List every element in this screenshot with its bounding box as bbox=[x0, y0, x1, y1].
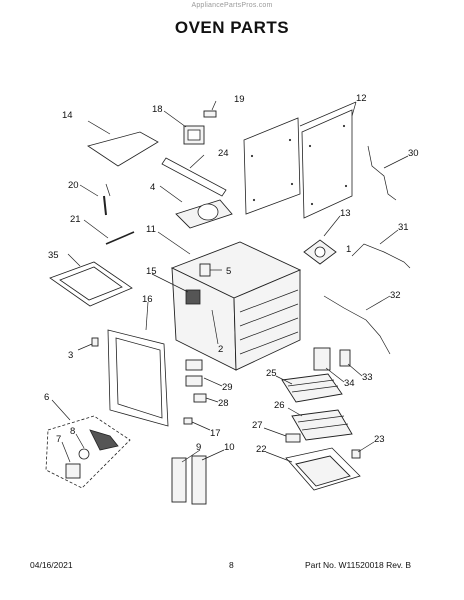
callout-33: 33 bbox=[362, 372, 373, 383]
part-13-mount bbox=[303, 215, 341, 265]
callout-3: 3 bbox=[68, 350, 73, 361]
part-34-block bbox=[313, 347, 345, 383]
callout-5: 5 bbox=[226, 266, 231, 277]
callout-30: 30 bbox=[408, 148, 419, 159]
part-19-screw bbox=[203, 100, 217, 118]
part-15-fitting bbox=[151, 273, 201, 305]
part-12-panel-back bbox=[243, 117, 301, 215]
callout-16: 16 bbox=[142, 294, 153, 305]
callout-27: 27 bbox=[252, 420, 263, 431]
callout-35: 35 bbox=[48, 250, 59, 261]
callout-29: 29 bbox=[222, 382, 233, 393]
page-title: OVEN PARTS bbox=[174, 18, 290, 37]
callout-13: 13 bbox=[340, 208, 351, 219]
callout-11: 11 bbox=[146, 224, 156, 235]
part-2-fitting bbox=[211, 309, 219, 345]
part-5-fitting bbox=[199, 263, 222, 277]
callout-20: 20 bbox=[68, 180, 79, 191]
part-9-hinge bbox=[171, 449, 201, 503]
callout-31: 31 bbox=[398, 222, 409, 233]
part-18-block bbox=[163, 110, 205, 145]
part-11-oven-cavity bbox=[157, 231, 302, 371]
part-35-tray bbox=[49, 253, 133, 307]
part-8-latch bbox=[75, 429, 119, 460]
part-28-block bbox=[193, 393, 219, 403]
callout-15: 15 bbox=[146, 266, 157, 277]
footer-page-number: 8 bbox=[229, 560, 234, 570]
callout-21: 21 bbox=[70, 214, 81, 225]
part-30-harness bbox=[367, 145, 409, 201]
part-12-panel-front bbox=[299, 101, 357, 219]
part-26-burner bbox=[287, 407, 353, 441]
part-22-drip-pan bbox=[265, 447, 361, 491]
callout-6: 6 bbox=[44, 392, 49, 403]
part-16-door-frame bbox=[107, 301, 169, 427]
part-7-switch bbox=[61, 441, 81, 479]
callout-18: 18 bbox=[152, 104, 163, 115]
part-21-rod bbox=[83, 219, 135, 245]
part-17-screw bbox=[183, 417, 211, 431]
part-4-motor bbox=[159, 185, 233, 229]
part-25-burner bbox=[275, 373, 343, 403]
part-23-screw bbox=[351, 441, 375, 459]
footer-part-number: Part No. W11520018 Rev. B bbox=[305, 560, 411, 570]
callout-28: 28 bbox=[218, 398, 229, 409]
callout-32: 32 bbox=[390, 290, 401, 301]
watermark-text: AppliancePartsPros.com bbox=[191, 2, 273, 9]
callout-labels: 1 2 3 4 5 6 7 8 9 10 11 12 13 14 15 16 1… bbox=[44, 93, 419, 455]
part-32-tube bbox=[323, 295, 391, 355]
callout-10: 10 bbox=[224, 442, 235, 453]
part-33-block bbox=[339, 349, 363, 377]
part-14-bracket bbox=[87, 120, 159, 167]
part-24-rail bbox=[161, 154, 227, 197]
callout-22: 22 bbox=[256, 444, 267, 455]
callout-1: 1 bbox=[346, 244, 351, 255]
callout-17: 17 bbox=[210, 428, 221, 439]
footer-date: 04/16/2021 bbox=[30, 560, 73, 570]
callout-9: 9 bbox=[196, 442, 201, 453]
callout-7: 7 bbox=[56, 434, 61, 445]
part-10-hinge bbox=[191, 449, 225, 505]
part-29-block bbox=[185, 359, 223, 387]
callout-4: 4 bbox=[150, 182, 155, 193]
callout-23: 23 bbox=[374, 434, 385, 445]
callout-14: 14 bbox=[62, 110, 73, 121]
callout-26: 26 bbox=[274, 400, 285, 411]
part-3-screw bbox=[77, 337, 99, 351]
callout-25: 25 bbox=[266, 368, 277, 379]
part-20-sensor bbox=[79, 183, 111, 216]
part-31-tube bbox=[351, 229, 411, 269]
callout-12: 12 bbox=[356, 93, 367, 104]
part-27-igniter bbox=[263, 427, 301, 443]
callout-2: 2 bbox=[218, 344, 223, 355]
callout-24: 24 bbox=[218, 148, 229, 159]
callout-19: 19 bbox=[234, 94, 245, 105]
callout-34: 34 bbox=[344, 378, 355, 389]
callout-8: 8 bbox=[70, 426, 75, 437]
